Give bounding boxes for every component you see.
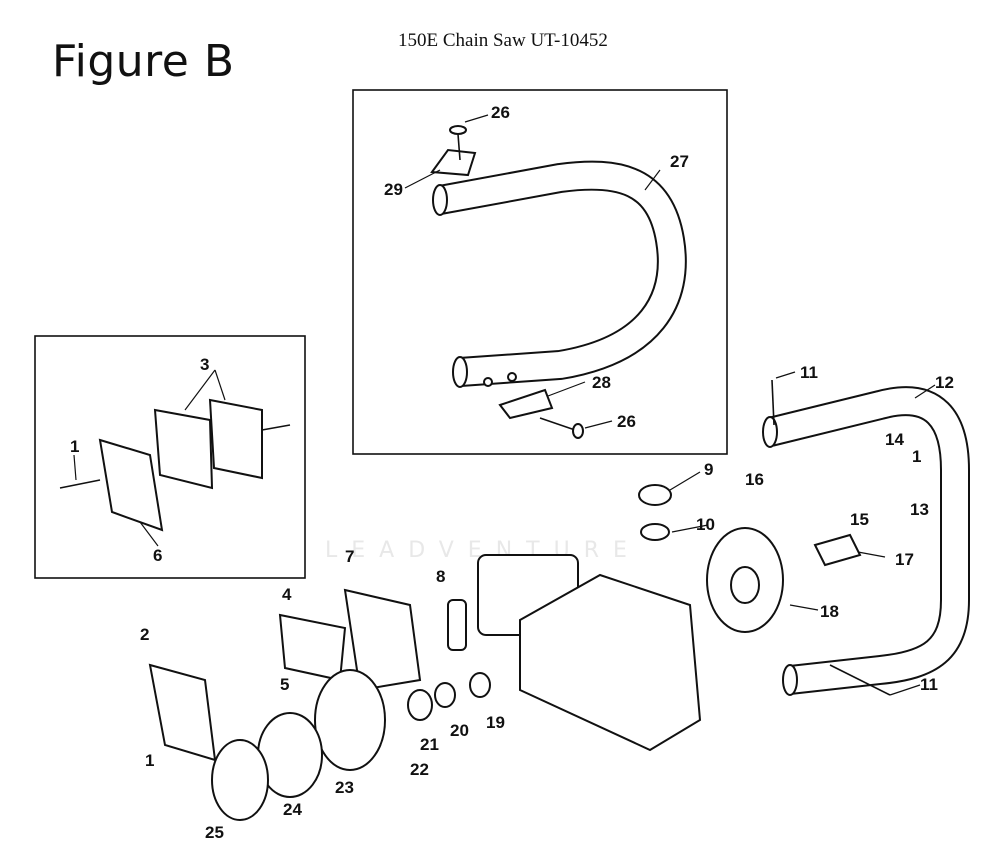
callout-19: 19	[486, 713, 505, 732]
callout-29: 29	[384, 180, 403, 199]
callout-27: 27	[670, 152, 689, 171]
callout-11-bottom: 11	[920, 675, 938, 694]
callout-7: 7	[345, 547, 354, 566]
callout-10: 10	[696, 515, 715, 534]
rear-handle	[762, 379, 970, 696]
callout-22: 22	[410, 760, 429, 779]
front-handle-inset-box	[352, 89, 728, 455]
callout-3: 3	[200, 355, 209, 374]
callout-12: 12	[935, 373, 954, 392]
figure-title: Figure B	[52, 36, 235, 87]
callout-8: 8	[436, 567, 445, 586]
handle-clamp-top	[430, 125, 477, 177]
callout-4: 4	[282, 585, 292, 604]
callout-5: 5	[280, 675, 289, 694]
callout-24: 24	[283, 800, 302, 819]
callout-20: 20	[450, 721, 469, 740]
callout-14: 14	[885, 430, 904, 449]
callout-28: 28	[592, 373, 611, 392]
filter-cover-parts	[278, 588, 467, 692]
handle-bracket-bottom	[498, 388, 584, 439]
callout-25: 25	[205, 823, 224, 842]
callout-23: 23	[335, 778, 354, 797]
callout-11-top: 11	[800, 363, 818, 382]
engine-assembly	[477, 484, 862, 752]
callout-1-filter: 1	[70, 437, 79, 456]
callout-2: 2	[140, 625, 149, 644]
air-filter-inset-box	[34, 335, 306, 579]
callout-21: 21	[420, 735, 439, 754]
callout-26-top: 26	[491, 103, 510, 122]
leader-lines	[73, 114, 936, 696]
callout-26-bottom: 26	[617, 412, 636, 431]
callout-16: 16	[745, 470, 764, 489]
front-handle-tube	[432, 160, 687, 388]
callout-1-rear: 1	[912, 447, 921, 466]
model-title: 150E Chain Saw UT-10452	[398, 30, 608, 51]
callout-1-clutch: 1	[145, 751, 154, 770]
callout-18: 18	[820, 602, 839, 621]
callout-17: 17	[895, 550, 914, 569]
callout-13: 13	[910, 500, 929, 519]
air-filter-assembly	[59, 398, 291, 532]
callout-15: 15	[850, 510, 869, 529]
callout-9: 9	[704, 460, 713, 479]
clutch-parts	[148, 663, 491, 821]
callout-6: 6	[153, 546, 162, 565]
